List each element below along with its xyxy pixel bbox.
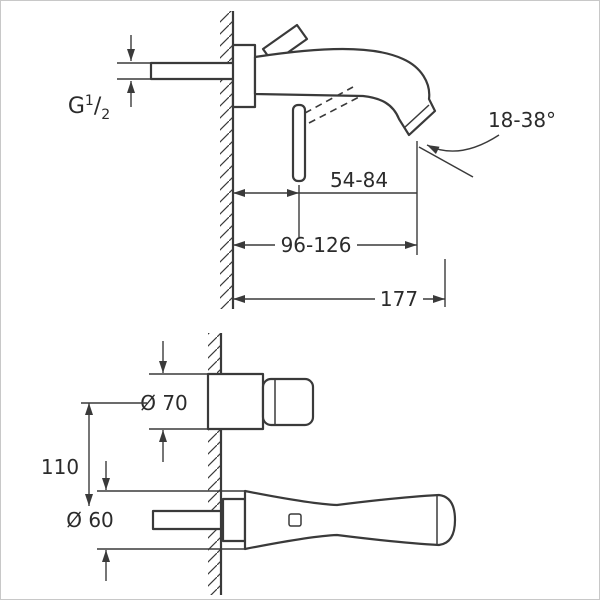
wall-hatching-side — [220, 11, 233, 309]
aerator-line — [403, 104, 430, 129]
label-thread-size: G1/2 — [68, 93, 110, 123]
wall-hatching-plan — [208, 333, 221, 595]
handle-plan — [261, 377, 315, 427]
supply-pipe-plan — [151, 509, 223, 531]
supply-pipe — [149, 61, 237, 81]
brand-badge — [288, 513, 302, 527]
label-177: 177 — [380, 287, 418, 311]
spout-mount-ring — [221, 497, 247, 543]
label-angle: 18-38° — [488, 108, 556, 132]
label-96-126: 96-126 — [281, 233, 352, 257]
label-110: 110 — [41, 455, 79, 479]
angle-arc-arrow — [426, 134, 500, 154]
side-view: G1/2 54-84 96-126 177 18-38° — [68, 11, 556, 311]
spout-plan — [243, 489, 457, 551]
label-dia-60: Ø 60 — [66, 508, 114, 532]
angle-reference-line — [418, 146, 474, 178]
handle-swing-dashed — [308, 96, 360, 124]
spout-profile — [253, 47, 437, 137]
handle-lever — [291, 103, 307, 183]
wall-flange-side — [231, 43, 257, 109]
plan-view: Ø 70 110 Ø 60 — [41, 333, 457, 595]
label-54-84: 54-84 — [330, 168, 388, 192]
label-dia-70: Ø 70 — [140, 391, 188, 415]
escutcheon-plate — [206, 372, 265, 431]
handle-swing-dashed — [304, 86, 354, 114]
